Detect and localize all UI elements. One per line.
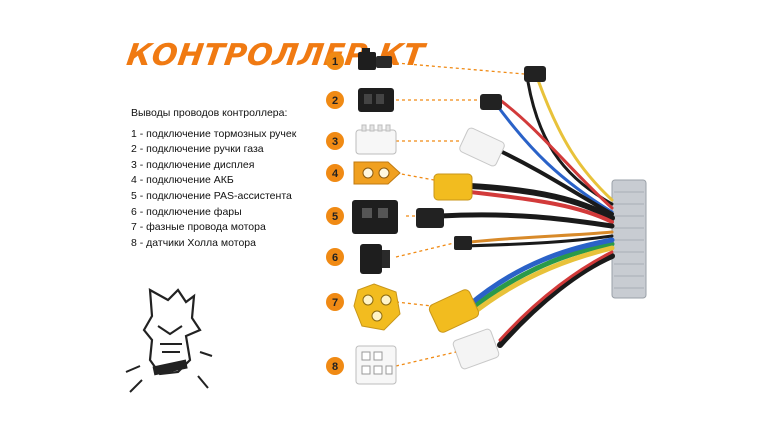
legend-line-2: 2 - подключение ручки газа <box>131 143 264 156</box>
badge-5-label: 5 <box>332 211 338 223</box>
badge-4-label: 4 <box>332 168 339 180</box>
controller-body <box>611 179 647 299</box>
wire-connector-1 <box>524 66 546 82</box>
badge-3: 3 <box>326 132 344 150</box>
badge-3-label: 3 <box>332 136 338 148</box>
legend-line-6: 6 - подключение фары <box>131 205 242 218</box>
wire-connector-3 <box>459 127 505 167</box>
badge-6: 6 <box>326 248 344 266</box>
connector-icon-6 <box>360 244 390 274</box>
bear-logo-icon <box>125 288 213 393</box>
wire-connector-2 <box>480 94 502 110</box>
legend-line-3: 3 - подключение дисплея <box>131 158 255 171</box>
connector-icon-8 <box>355 345 397 385</box>
legend-line-7: 7 - фазные провода мотора <box>131 221 266 234</box>
connector-icon-5 <box>352 200 398 234</box>
badge-4: 4 <box>326 164 344 182</box>
badge-6-label: 6 <box>332 252 338 264</box>
wire-connector-8 <box>452 328 500 370</box>
legend-line-4: 4 - подключение АКБ <box>131 174 234 187</box>
wire-connector-6 <box>454 236 472 250</box>
wire-connector-4 <box>433 173 473 201</box>
legend-heading: Выводы проводов контроллера: <box>131 107 288 119</box>
wire-legend: Выводы проводов контроллера: 1 - подключ… <box>131 106 296 251</box>
badge-5: 5 <box>326 207 344 225</box>
badge-1-label: 1 <box>332 56 338 68</box>
badge-2-label: 2 <box>332 95 338 107</box>
wire-connector-7 <box>428 289 480 333</box>
leader-lines <box>395 62 525 367</box>
wire-bundle <box>437 78 615 348</box>
connector-icon-2 <box>358 88 394 112</box>
badge-7-label: 7 <box>332 297 338 309</box>
legend-line-5: 5 - подключение PAS-ассистента <box>131 189 292 202</box>
legend-line-1: 1 - подключение тормозных ручек <box>131 127 297 140</box>
badge-2: 2 <box>326 91 344 109</box>
connector-icon-3 <box>355 124 397 155</box>
connector-icon-4 <box>353 161 401 185</box>
wire-connector-5 <box>416 208 444 228</box>
badge-1: 1 <box>326 52 344 70</box>
connector-icon-1 <box>358 48 392 70</box>
legend-line-8: 8 - датчики Холла мотора <box>131 236 256 249</box>
badge-8: 8 <box>326 357 344 375</box>
badge-8-label: 8 <box>332 361 338 373</box>
badge-7: 7 <box>326 293 344 311</box>
connector-icon-7 <box>353 283 401 331</box>
